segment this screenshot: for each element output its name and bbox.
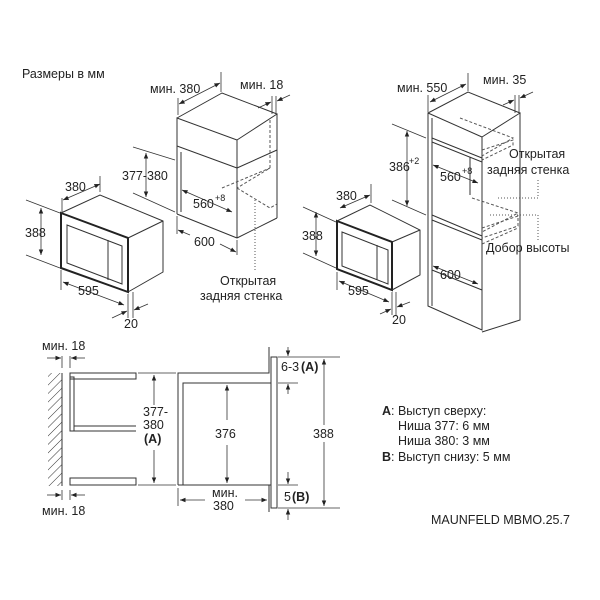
tall-niche-height: 386 — [389, 160, 410, 174]
note-a-line3: Ниша 380: 3 мм — [398, 434, 490, 448]
tall-cabinet — [427, 91, 522, 333]
tall-open-back-1: Открытая — [509, 147, 565, 161]
wall-niche-width: 560 — [193, 197, 214, 211]
notes: A : Выступ сверху: Ниша 377: 6 мм Ниша 3… — [382, 404, 510, 464]
model-name: MAUNFELD MBMO.25.7 — [431, 513, 570, 527]
wall-min-depth: мин. 380 — [150, 82, 200, 96]
section-bottom-offset: 5 — [284, 490, 291, 504]
mw-right-depth: 380 — [336, 189, 357, 203]
wall-open-back-2: задняя стенка — [200, 289, 282, 303]
section-min-bottom: мин. 18 — [42, 504, 85, 518]
tall-niche-width-tol: +8 — [462, 166, 472, 176]
section-niche-2: 380 — [143, 418, 164, 432]
tall-niche-height-tol: +2 — [409, 156, 419, 166]
section-min-top: мин. 18 — [42, 339, 85, 353]
note-b-text: : Выступ снизу: 5 мм — [391, 450, 510, 464]
note-b-key: B — [382, 450, 391, 464]
units-title: Размеры в мм — [22, 67, 105, 81]
height-filler-label: Добор высоты — [486, 241, 570, 255]
mw-right-height: 388 — [302, 229, 323, 243]
wall-niche-width-tol: +8 — [215, 193, 225, 203]
tall-min-depth: мин. 550 — [397, 81, 447, 95]
wall-cabinet — [176, 92, 279, 272]
section-inner-height: 376 — [215, 427, 236, 441]
section-bottom-offset-ref: (B) — [292, 490, 309, 504]
wall-cabinet-width: 600 — [194, 235, 215, 249]
section-min-depth-1: мин. — [212, 486, 238, 500]
section-min-depth-2: 380 — [213, 499, 234, 513]
wall-cabinet-dims: мин. 380 мин. 18 377-380 560 +8 600 Откр… — [122, 72, 291, 303]
section-total-height: 388 — [313, 427, 334, 441]
mw-left-depth: 380 — [65, 180, 86, 194]
microwave-right — [336, 204, 421, 292]
section-top-offset-ref: (A) — [301, 360, 318, 374]
section-niche-1: 377- — [143, 405, 168, 419]
mw-left-frame: 20 — [124, 317, 138, 331]
section-view — [48, 347, 278, 512]
wall-niche-height: 377-380 — [122, 169, 168, 183]
tall-cabinet-dims: мин. 550 мин. 35 386 +2 560 +8 600 Откры… — [389, 73, 570, 285]
microwave-right-dims: 380 388 595 20 — [302, 184, 411, 327]
mw-right-width: 595 — [348, 284, 369, 298]
note-a-line2: Ниша 377: 6 мм — [398, 419, 490, 433]
mw-left-height: 388 — [25, 226, 46, 240]
section-dims: мин. 18 мин. 18 377- 380 (A) 376 мин. 38… — [42, 339, 340, 520]
microwave-left-dims: 380 388 595 20 — [25, 176, 149, 331]
section-top-offset: 6-3 — [281, 360, 299, 374]
section-niche-3: (A) — [144, 432, 161, 446]
wall-open-back-1: Открытая — [220, 274, 276, 288]
note-a-text: : Выступ сверху: — [391, 404, 486, 418]
wall-min-side: мин. 18 — [240, 78, 283, 92]
tall-min-side: мин. 35 — [483, 73, 526, 87]
mw-right-frame: 20 — [392, 313, 406, 327]
microwave-left — [60, 194, 164, 294]
tall-open-back-2: задняя стенка — [487, 163, 569, 177]
tall-cabinet-width: 600 — [440, 268, 461, 282]
note-a-key: A — [382, 404, 391, 418]
mw-left-width: 595 — [78, 284, 99, 298]
tall-niche-width: 560 — [440, 170, 461, 184]
